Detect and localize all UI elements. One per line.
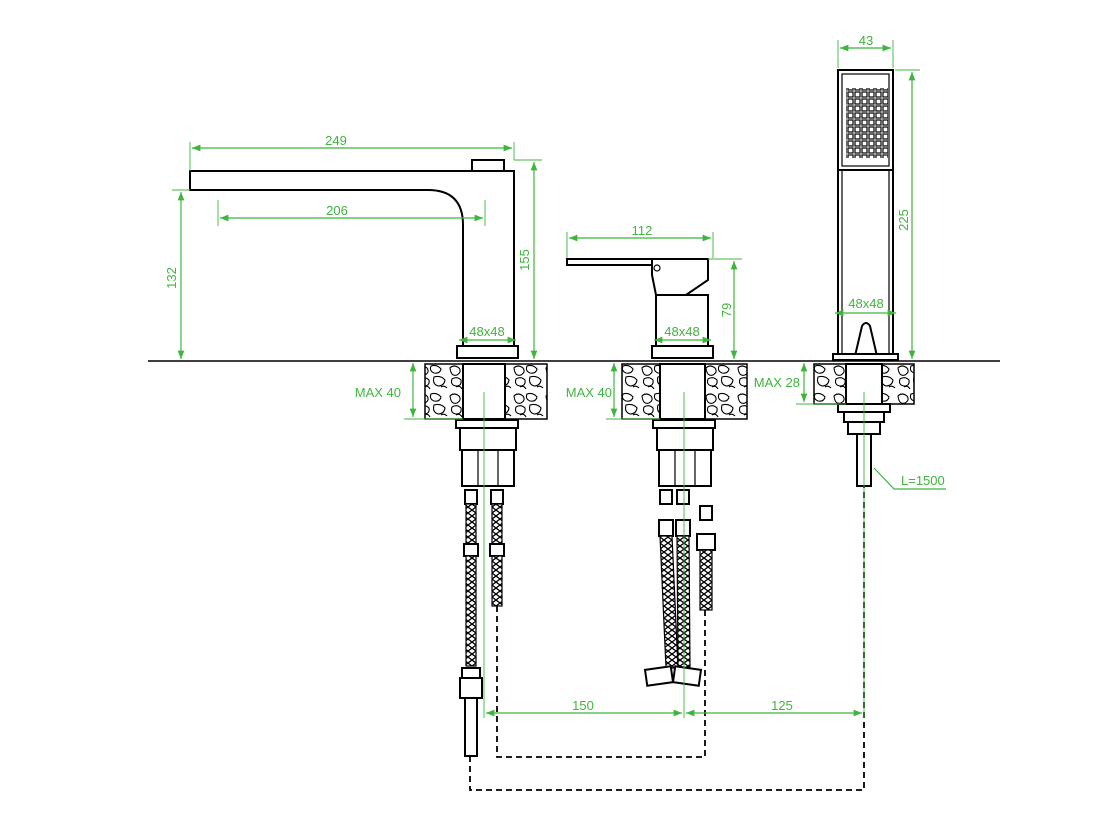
dim-mixer-length: 112 (632, 223, 653, 238)
dimension-labels: 249 206 132 155 48x48 112 79 48x48 43 22… (164, 33, 945, 713)
dim-mixer-height: 79 (719, 303, 734, 317)
dim-shower-width: 43 (859, 33, 873, 48)
dim-spout-base: 48x48 (469, 324, 504, 339)
dim-spacing-mixer-shower: 125 (771, 698, 793, 713)
dim-mixer-base: 48x48 (664, 324, 699, 339)
deck-stone-mixer-right (704, 363, 748, 420)
deck-stone-spout-right (504, 363, 548, 420)
bath-spout (189, 159, 519, 757)
deck-stone-shower-left (813, 363, 847, 405)
deck-stone-shower-right (881, 363, 915, 405)
dimension-lines (172, 40, 946, 718)
bath-mixer (566, 258, 716, 687)
dim-spacing-spout-mixer: 150 (572, 698, 594, 713)
deck-stone-mixer-left (621, 363, 661, 420)
dim-shower-height: 225 (896, 209, 911, 231)
dim-shower-base: 48x48 (848, 296, 883, 311)
dim-spout-reach: 206 (326, 203, 348, 218)
dim-hose-length: L=1500 (901, 473, 945, 488)
hand-shower (832, 69, 899, 487)
deck-stone-spout-left (424, 363, 464, 420)
dim-spout-length: 249 (325, 133, 347, 148)
dim-spout-total-height: 155 (517, 249, 532, 271)
dim-deck-max-mixer: MAX 40 (566, 385, 612, 400)
dim-deck-max-spout: MAX 40 (355, 385, 401, 400)
dim-spout-height-under: 132 (164, 267, 179, 289)
dim-deck-max-shower: MAX 28 (754, 375, 800, 390)
